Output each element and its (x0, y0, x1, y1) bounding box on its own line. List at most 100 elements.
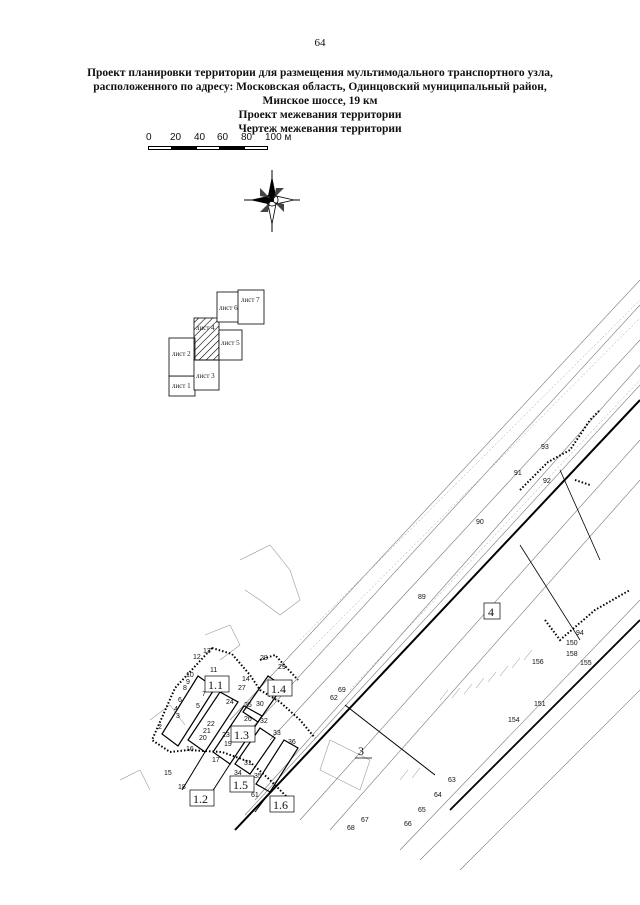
point-label: 94 (576, 630, 584, 637)
scale-label-20: 20 (170, 132, 182, 143)
scale-label-0: 0 (146, 132, 152, 143)
point-numbers: 2 3 4 5 6 7 8 9 10 11 12 13 14 15 16 17 … (158, 444, 592, 832)
sheet-label-5: лист 5 (221, 339, 240, 347)
scale-label-100: 100 м (265, 132, 292, 143)
sheet-label-6: лист 6 (219, 304, 238, 312)
point-label: 23 (222, 732, 230, 739)
scale-label-40: 40 (194, 132, 206, 143)
zone-label: 3 (358, 744, 364, 758)
point-label: 7 (202, 691, 206, 698)
zone-label: 1.5 (233, 778, 248, 792)
point-label: 10 (186, 672, 194, 679)
point-label: 29 (278, 664, 286, 671)
zone-label: 1.1 (208, 678, 223, 692)
point-label: 155 (580, 660, 592, 667)
point-label: 90 (476, 519, 484, 526)
sheet-label-1: лист 1 (172, 382, 191, 390)
point-label: 65 (418, 807, 426, 814)
point-label: 6 (178, 697, 182, 704)
zone-label: 4 (488, 605, 494, 619)
buildings (119, 544, 371, 791)
point-label: 2 (158, 724, 162, 731)
point-label: 15 (164, 770, 172, 777)
point-label: 63 (448, 777, 456, 784)
scale-segment (244, 146, 268, 150)
point-label: 22 (207, 721, 215, 728)
point-label: 89 (418, 594, 426, 601)
point-label: 151 (534, 701, 546, 708)
sheet-label-2: лист 2 (172, 350, 191, 358)
compass-rose-icon (244, 170, 300, 232)
title-line-2: расположенного по адресу: Московская обл… (93, 81, 547, 93)
point-label: 32 (260, 718, 268, 725)
point-label: 14 (242, 676, 250, 683)
point-label: 19 (224, 741, 232, 748)
sheet-label-7: лист 7 (241, 296, 260, 304)
sheet-label-4: лист 4 (196, 324, 215, 332)
title-line-5: Чертеж межевания территории (238, 123, 402, 135)
zone-label: 1.2 (193, 792, 208, 806)
point-label: 33 (273, 730, 281, 737)
title-line-3: Минское шоссе, 19 км (262, 95, 378, 107)
point-label: 68 (347, 825, 355, 832)
point-label: 27 (238, 685, 246, 692)
point-label: 158 (566, 651, 578, 658)
scale-segment (172, 146, 196, 150)
point-label: 62 (330, 695, 338, 702)
point-label: 5 (196, 703, 200, 710)
scale-segment (220, 146, 244, 150)
point-label: 69 (338, 687, 346, 694)
point-label: 9 (186, 679, 190, 686)
title-line-4: Проект межевания территории (238, 109, 402, 121)
zone-label: 1.4 (271, 682, 286, 696)
parcel-boundaries (150, 409, 631, 801)
point-label: 156 (532, 659, 544, 666)
point-label: 31 (244, 760, 252, 767)
zone-labels: 1.1 1.2 1.3 1.4 1.5 1.6 3 4 (189, 602, 501, 813)
point-label: 67 (361, 817, 369, 824)
point-label: 20 (199, 735, 207, 742)
survey-map: лист 1 лист 2 лист 3 лист 4 лист 5 лист … (0, 150, 640, 905)
point-label: 8 (183, 685, 187, 692)
scale-label-80: 80 (241, 132, 253, 143)
point-label: 61 (251, 792, 259, 799)
point-label: 150 (566, 640, 578, 647)
point-label: 25 (244, 702, 252, 709)
point-label: 64 (434, 792, 442, 799)
scale-segment (196, 146, 220, 150)
road-corridor (229, 279, 640, 871)
rail-track (299, 299, 640, 691)
point-label: 13 (203, 648, 211, 655)
zone-label: 1.3 (234, 728, 249, 742)
point-label: 24 (226, 699, 234, 706)
point-label: 92 (543, 478, 551, 485)
title-line-1: Проект планировки территории для размеще… (87, 67, 553, 79)
scale-label-60: 60 (217, 132, 229, 143)
point-label: 154 (508, 717, 520, 724)
red-line-boundary (234, 399, 640, 831)
point-label: 34 (234, 770, 242, 777)
point-label: 91 (514, 470, 522, 477)
point-label: 18 (178, 784, 186, 791)
point-label: 3 (176, 713, 180, 720)
point-label: 66 (404, 821, 412, 828)
point-label: 28 (260, 655, 268, 662)
point-label: 4 (174, 706, 178, 713)
scale-bar: 0 20 40 60 80 100 м (140, 132, 320, 156)
zone-label: 1.6 (273, 798, 288, 812)
point-label: 17 (212, 757, 220, 764)
point-label: 21 (203, 728, 211, 735)
document-title: Проект планировки территории для размеще… (40, 66, 600, 136)
point-label: 35 (254, 773, 262, 780)
scale-segment (148, 146, 172, 150)
point-label: 12 (193, 654, 201, 661)
point-label: 36 (288, 739, 296, 746)
point-label: 93 (541, 444, 549, 451)
point-label: 11 (210, 667, 217, 674)
point-label: 16 (186, 746, 194, 753)
point-label: 26 (244, 716, 252, 723)
hatched-strip (399, 649, 533, 781)
page-number: 64 (314, 37, 326, 49)
sheet-index: лист 1 лист 2 лист 3 лист 4 лист 5 лист … (168, 289, 265, 397)
point-label: 30 (256, 701, 264, 708)
